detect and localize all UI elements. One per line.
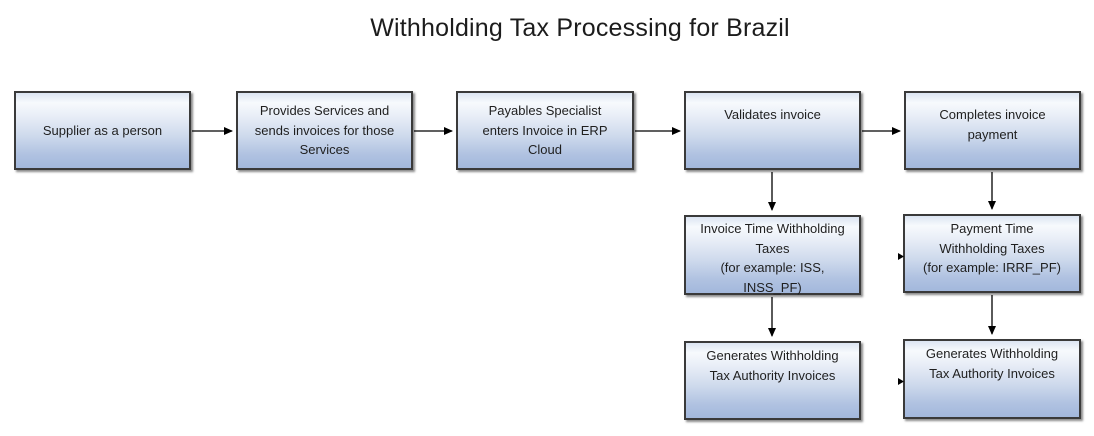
node-label: Generates Withholding Tax Authority Invo… [706,348,839,383]
node-label: Generates Withholding Tax Authority Invo… [925,346,1059,381]
node-payment-time-taxes: Payment Time Withholding Taxes (for exam… [903,214,1081,293]
node-invoice-time-taxes: Invoice Time Withholding Taxes (for exam… [684,215,861,295]
node-label: Supplier as a person [42,122,163,138]
node-label: Invoice Time Withholding Taxes (for exam… [700,221,845,295]
node-payables-specialist: Payables Specialist enters Invoice in ER… [456,91,634,170]
node-label: Payables Specialist enters Invoice in ER… [482,103,608,158]
node-generates-invoices-right: Generates Withholding Tax Authority Invo… [903,339,1081,419]
node-completes-payment: Completes invoice payment [904,91,1081,170]
node-validates-invoice: Validates invoice [684,91,861,170]
node-label: Completes invoice payment [939,107,1046,142]
node-supplier: Supplier as a person [14,91,191,170]
node-generates-invoices-left: Generates Withholding Tax Authority Invo… [684,341,861,420]
node-label: Payment Time Withholding Taxes (for exam… [923,221,1061,275]
node-label: Provides Services and sends invoices for… [254,103,395,158]
node-provides-services: Provides Services and sends invoices for… [236,91,413,170]
node-label: Validates invoice [724,107,821,122]
diagram-title: Withholding Tax Processing for Brazil [370,14,790,42]
